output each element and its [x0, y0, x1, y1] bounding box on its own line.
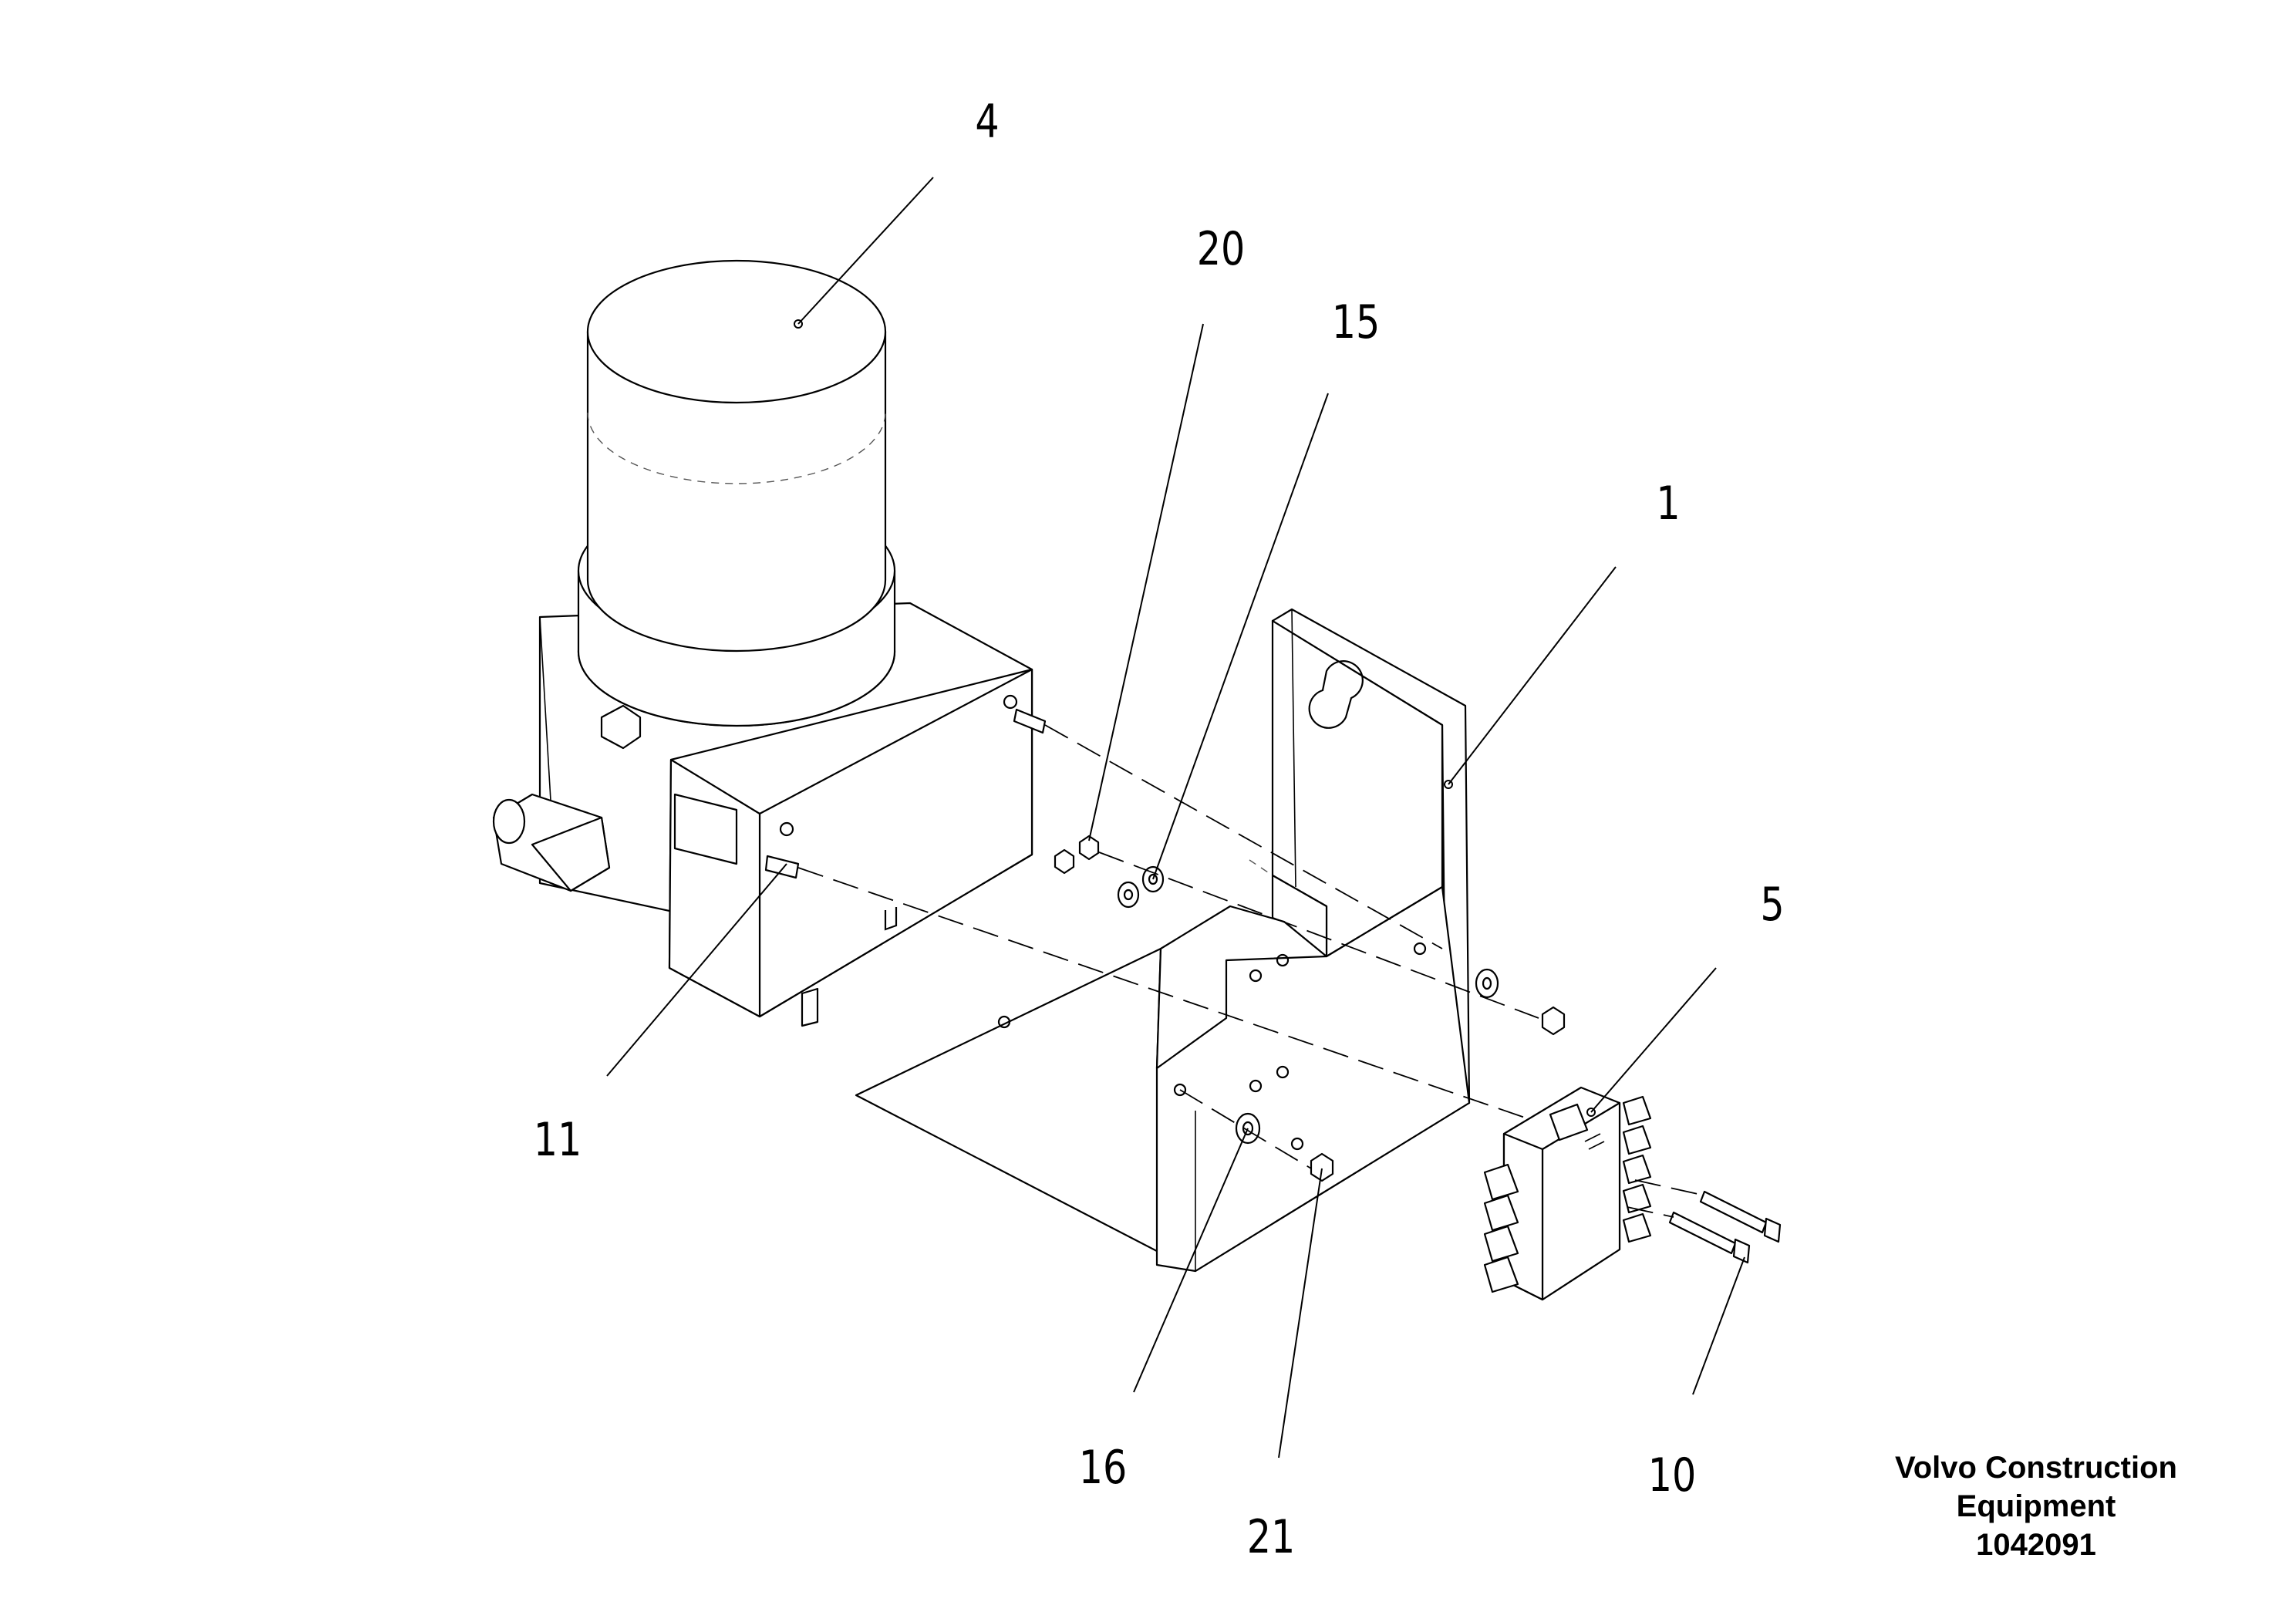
leader-lines — [606, 177, 1745, 1458]
nuts-and-washers — [1054, 835, 1566, 1182]
assembly-lines — [797, 724, 1705, 1218]
publisher-credit: Volvo Construction Equipment 1042091 — [1874, 1448, 2198, 1564]
distributor-block — [1483, 1086, 1652, 1301]
callout-4: 4 — [975, 95, 1000, 149]
bolts — [1668, 1190, 1782, 1264]
pump-unit — [492, 259, 1047, 1027]
callout-1: 1 — [1656, 477, 1681, 531]
callout-15: 15 — [1331, 295, 1381, 349]
credit-line-company: Volvo Construction — [1895, 1451, 2177, 1485]
callout-16: 16 — [1078, 1441, 1128, 1495]
callout-10: 10 — [1647, 1448, 1697, 1502]
credit-line-division: Equipment — [1956, 1489, 2116, 1523]
callout-20: 20 — [1196, 222, 1246, 276]
callout-21: 21 — [1246, 1510, 1296, 1564]
callout-5: 5 — [1760, 878, 1785, 932]
mounting-bracket — [855, 608, 1471, 1273]
callout-11: 11 — [533, 1113, 582, 1167]
credit-line-number: 1042091 — [1976, 1528, 2096, 1562]
